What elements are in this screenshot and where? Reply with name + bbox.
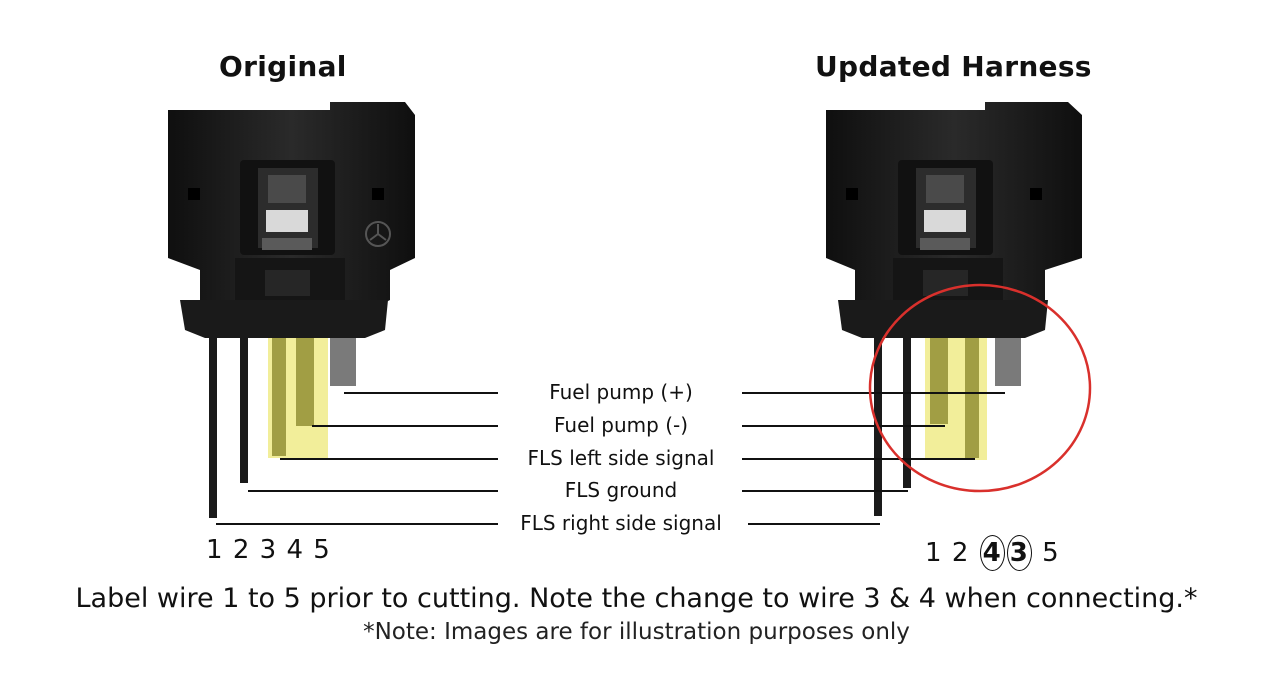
wire-number: 3 (259, 535, 278, 565)
wire-number-swapped: 3 (1006, 535, 1032, 571)
label-fls-right-signal: FLS right side signal (514, 511, 728, 535)
instruction-text: Label wire 1 to 5 prior to cutting. Note… (75, 583, 1198, 614)
label-fls-ground: FLS ground (558, 478, 684, 502)
label-fls-left-signal: FLS left side signal (521, 446, 721, 470)
updated-harness-title: Updated Harness (815, 50, 1092, 83)
change-highlight-circle (868, 283, 1092, 493)
original-title: Original (219, 50, 347, 83)
wire-number: 2 (232, 535, 251, 565)
updated-leader-lines (742, 392, 1005, 525)
wire-number: 1 (206, 535, 224, 565)
wire-number: 2 (951, 538, 970, 568)
updated-connector (826, 102, 1082, 338)
wire-number-swapped: 4 (979, 535, 1005, 571)
wire-number: 1 (925, 538, 943, 568)
wire-number: 4 (286, 535, 304, 565)
disclaimer-note: *Note: Images are for illustration purpo… (363, 619, 910, 645)
original-leader-lines (216, 392, 498, 525)
wire-number: 5 (313, 535, 331, 565)
wire-number: 5 (1042, 538, 1060, 568)
label-fuel-pump-negative: Fuel pump (-) (547, 413, 695, 437)
original-wires (209, 338, 356, 518)
original-wire-numbers: 1 2 3 4 5 (206, 535, 331, 565)
original-connector (168, 102, 415, 338)
label-fuel-pump-positive: Fuel pump (+) (543, 380, 699, 404)
